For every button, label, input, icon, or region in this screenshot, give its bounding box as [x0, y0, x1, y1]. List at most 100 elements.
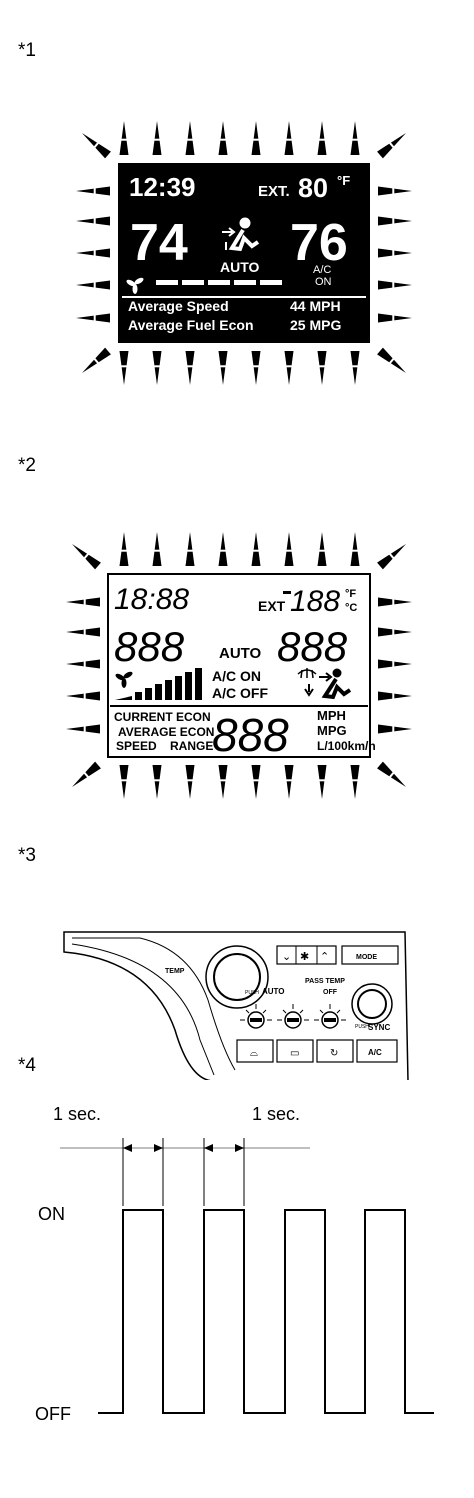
indicator-flash-marks	[240, 1004, 346, 1021]
ext-temp: 188	[290, 585, 340, 618]
fan-icon	[115, 671, 133, 688]
blink-timing-diagram: 1 sec. 1 sec. ON OFF	[35, 1104, 434, 1424]
flash-ray	[185, 532, 195, 566]
ac-on: A/C ON	[212, 668, 261, 684]
sync-label: SYNC	[368, 1023, 390, 1032]
dimension-arrows	[123, 1144, 244, 1152]
econ-line1: CURRENT ECON	[114, 710, 211, 724]
flash-ray	[378, 724, 412, 734]
pulse-waveform	[98, 1209, 434, 1414]
rear-defrost-button[interactable]	[276, 1039, 314, 1063]
flash-ray	[350, 532, 360, 566]
figure-label-1: *1	[18, 40, 36, 61]
fan-icon: ✱	[300, 951, 309, 963]
right-temp: 76	[290, 214, 348, 272]
flash-ray	[251, 351, 261, 385]
left-temp: 74	[130, 214, 188, 272]
flash-ray	[350, 351, 360, 385]
flash-ray	[378, 216, 412, 226]
off-level-label: OFF	[35, 1404, 71, 1424]
temp-knob[interactable]	[205, 945, 269, 1009]
right-temp: 888	[277, 623, 348, 670]
flash-ray	[152, 532, 162, 566]
flash-ray	[119, 532, 129, 566]
ext-unit: °F	[337, 173, 350, 188]
ac-control-panel-diagram: TEMP ⌄ ✱ ⌃ MODE PASS TEMP AUTO PUSH OFF …	[63, 931, 409, 1080]
flash-ray	[185, 351, 195, 385]
flash-rays	[76, 121, 412, 385]
flash-ray	[119, 121, 129, 155]
fan-down-icon: ⌄	[282, 951, 291, 963]
econ-line2: AVERAGE ECON	[118, 725, 214, 739]
info-line2-label: Average Fuel Econ	[128, 317, 254, 333]
flash-ray	[378, 186, 412, 196]
big-value: 888	[212, 709, 289, 761]
interval-label-2: 1 sec.	[252, 1104, 300, 1124]
front-defrost-icon: ⌓	[250, 1048, 258, 1059]
figure-label-3: *3	[18, 845, 36, 866]
flash-ray	[185, 121, 195, 155]
ext-label: EXT	[258, 598, 286, 614]
auto-label: AUTO	[262, 987, 285, 996]
flash-ray	[350, 765, 360, 799]
flash-ray	[251, 765, 261, 799]
flash-ray	[76, 280, 110, 290]
flash-ray	[66, 659, 100, 669]
clock-readout: 12:39	[129, 172, 196, 202]
flash-rays	[66, 532, 412, 799]
fan-level-staircase	[115, 668, 202, 700]
ac-button[interactable]	[356, 1039, 398, 1063]
recirculation-indicator-button[interactable]	[284, 1011, 302, 1029]
flash-ray-gap	[387, 139, 397, 151]
pass-temp-label: PASS TEMP	[305, 978, 345, 985]
flash-ray	[350, 121, 360, 155]
rear-defrost-icon: ▭	[290, 1048, 299, 1059]
flash-ray	[317, 765, 327, 799]
flash-ray	[284, 351, 294, 385]
flash-ray	[218, 765, 228, 799]
left-temp: 888	[114, 623, 185, 670]
auto-indicator-button[interactable]	[247, 1011, 265, 1029]
flash-ray	[76, 186, 110, 196]
pass-temp-knob[interactable]	[351, 983, 393, 1025]
airflow-mode-icon	[304, 668, 352, 700]
fan-icon	[126, 277, 144, 294]
flash-ray	[251, 121, 261, 155]
ext-temp: 80	[298, 173, 328, 203]
mode-button[interactable]	[341, 945, 399, 965]
display-frame	[107, 573, 371, 758]
flash-ray	[76, 248, 110, 258]
flash-ray	[378, 627, 412, 637]
ac-label: A/C	[368, 1048, 382, 1057]
flash-ray	[251, 532, 261, 566]
flash-ray	[66, 724, 100, 734]
flashing-display-diagram-2: 18:88 EXT 188 888 888 888 °F °C AUTO A/C…	[66, 532, 412, 799]
flash-ray	[66, 691, 100, 701]
flash-ray	[378, 313, 412, 323]
flash-ray-gap	[91, 355, 101, 367]
interval-label-1: 1 sec.	[53, 1104, 101, 1124]
fan-level-bar	[156, 280, 282, 285]
unit-c: °C	[345, 602, 357, 614]
mode-auto: AUTO	[219, 645, 262, 662]
recirculate-button[interactable]	[316, 1039, 354, 1063]
front-defrost-button[interactable]	[236, 1039, 274, 1063]
ac-label: A/C	[313, 264, 331, 276]
flash-ray	[152, 351, 162, 385]
flash-ray	[317, 532, 327, 566]
flash-ray	[76, 313, 110, 323]
flash-ray	[378, 248, 412, 258]
flash-ray-gap	[387, 550, 397, 562]
flash-ray-gap	[387, 355, 397, 367]
ext-label: EXT.	[258, 183, 290, 200]
off-indicator-button[interactable]	[321, 1011, 339, 1029]
flash-ray	[218, 532, 228, 566]
fan-up-icon: ⌃	[320, 951, 329, 963]
flash-ray	[119, 351, 129, 385]
flash-ray	[119, 765, 129, 799]
flash-ray	[185, 765, 195, 799]
unit-mpg: MPG	[317, 723, 347, 738]
flash-ray	[378, 691, 412, 701]
flash-ray-gap	[81, 550, 91, 562]
fan-speed-buttons[interactable]	[276, 945, 337, 965]
